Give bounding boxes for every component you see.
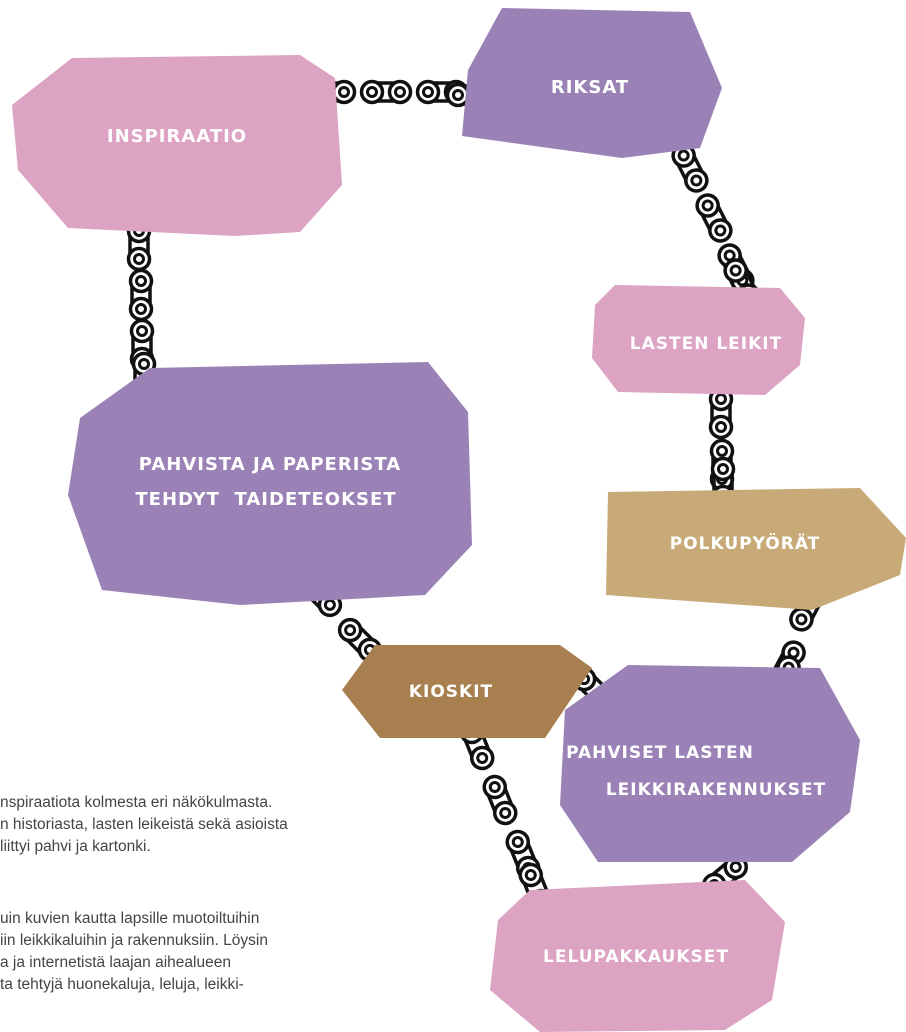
node-lelupakkaukset-label: LELUPAKKAUKSET: [543, 947, 729, 967]
node-inspiraatio-label: INSPIRAATIO: [107, 126, 247, 147]
node-leikkirakennukset-label-2: LEIKKIRAKENNUKSET: [606, 780, 826, 800]
node-lasten-leikit: LASTEN LEIKIT: [592, 285, 805, 395]
text-line: nspiraatiota kolmesta eri näkökulmasta.: [0, 794, 273, 811]
chain-kioskit-lelupakkaukset: [456, 716, 557, 917]
node-polkupyorat-label: POLKUPYÖRÄT: [670, 532, 821, 554]
node-leikkirakennukset-label-1: PAHVISET LASTEN: [566, 743, 754, 763]
node-kioskit-label: KIOSKIT: [409, 682, 493, 702]
text-line: n historiasta, lasten leikeistä sekä asi…: [0, 816, 288, 833]
text-line: a ja internetistä laajan aihealueen: [0, 954, 231, 971]
intro-paragraph-1: nspiraatiota kolmesta eri näkökulmasta. …: [0, 792, 288, 858]
node-polkupyorat: POLKUPYÖRÄT: [606, 488, 906, 610]
text-line: liittyi pahvi ja kartonki.: [0, 838, 151, 855]
node-kioskit: KIOSKIT: [342, 645, 592, 738]
node-pahvista-label-2: TEHDYT TAIDETEOKSET: [135, 489, 396, 510]
text-line: ta tehtyjä huonekaluja, leluja, leikki-: [0, 976, 244, 993]
node-pahvista: PAHVISTA JA PAPERISTA TEHDYT TAIDETEOKSE…: [68, 362, 472, 605]
node-lelupakkaukset: LELUPAKKAUKSET: [490, 880, 785, 1032]
chain-riksat-lastenleikit: [667, 139, 765, 312]
node-pahvista-label-1: PAHVISTA JA PAPERISTA: [139, 454, 401, 475]
text-line: uin kuvien kautta lapsille muotoiltuihin: [0, 910, 260, 927]
chain-lastenleikit-polkupyorat: [708, 386, 736, 510]
text-line: iin leikkikaluihin ja rakennuksiin. Löys…: [0, 932, 268, 949]
node-riksat-label: RIKSAT: [551, 77, 629, 98]
node-lasten-leikit-label: LASTEN LEIKIT: [630, 334, 782, 354]
node-inspiraatio: INSPIRAATIO: [12, 55, 342, 236]
intro-paragraph-2: uin kuvien kautta lapsille muotoiltuihin…: [0, 908, 268, 996]
node-riksat: RIKSAT: [462, 8, 722, 158]
node-leikkirakennukset: PAHVISET LASTEN LEIKKIRAKENNUKSET: [560, 665, 860, 862]
